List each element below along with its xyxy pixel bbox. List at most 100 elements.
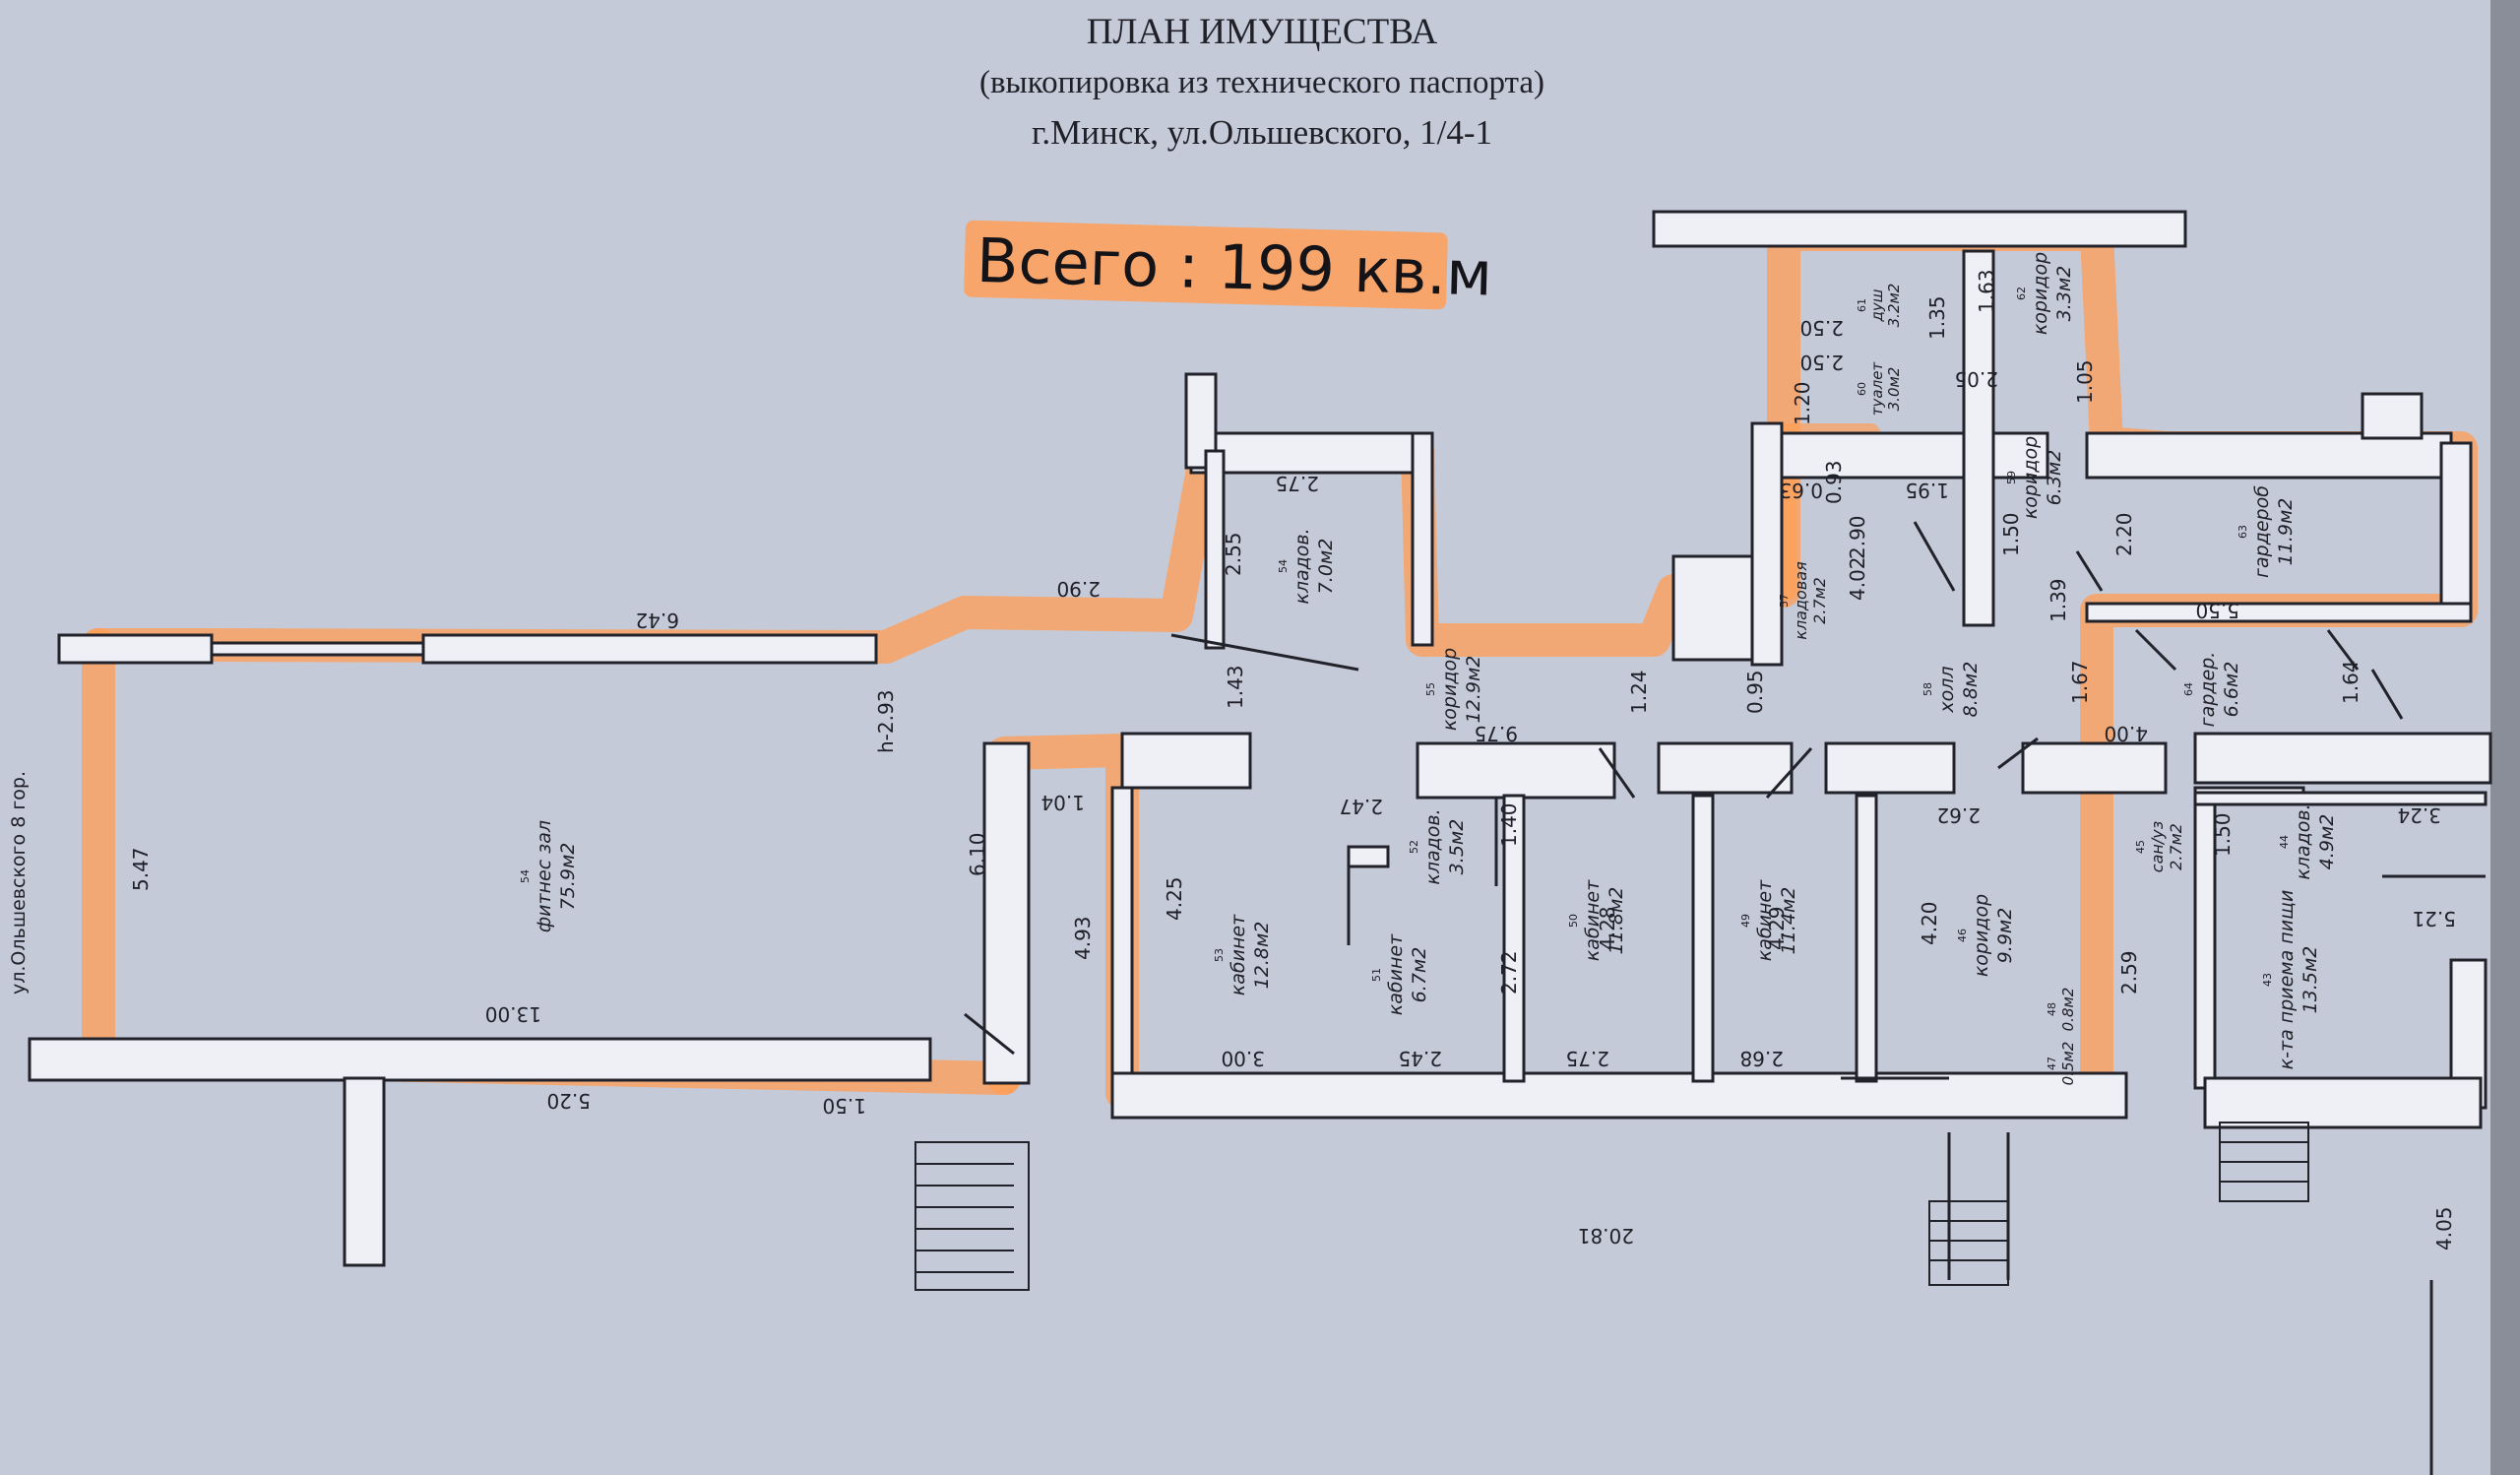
svg-text:59: 59 (2005, 471, 2018, 484)
dim-255: 2.55 (1222, 532, 1245, 576)
dim-095: 0.95 (1743, 670, 1767, 714)
stairs-right (2219, 1122, 2309, 1202)
room-48: 48 0.8м2 (2046, 988, 2077, 1032)
svg-text:11.9м2: 11.9м2 (2275, 498, 2297, 566)
svg-text:47: 47 (2046, 1057, 2058, 1070)
dim-063: 0.63 (1779, 479, 1823, 502)
svg-text:гардер.: гардер. (2197, 652, 2219, 728)
room-50-office: 50 кабинет 11.8м2 (1567, 879, 1627, 961)
dim-163: 1.63 (1975, 269, 1998, 313)
svg-text:44: 44 (2278, 835, 2291, 849)
room-60-toilet: 60 туалет 3.0м2 (1856, 361, 1903, 417)
dim-550: 5.50 (2195, 599, 2239, 622)
dim-h293: h-2.93 (874, 690, 898, 753)
room-45-wc: 45 сан/уз 2.7м2 (2134, 821, 2185, 872)
dim-300: 3.00 (1221, 1047, 1265, 1070)
svg-text:51: 51 (1370, 968, 1383, 982)
dim-324: 3.24 (2397, 803, 2441, 827)
dim-402: 4.02 (1846, 556, 1869, 601)
svg-text:43: 43 (2261, 973, 2274, 987)
street-margin-text: ул.Ольшевского 8 гор. (8, 771, 30, 994)
room-52-storage: 52 кладов. 3.5м2 (1408, 808, 1468, 884)
svg-text:13.5м2: 13.5м2 (2300, 946, 2321, 1014)
svg-text:гардероб: гардероб (2251, 485, 2273, 578)
svg-text:0.8м2: 0.8м2 (2059, 988, 2077, 1032)
svg-text:3.0м2: 3.0м2 (1885, 367, 1903, 412)
dim-521: 5.21 (2412, 907, 2456, 930)
room-58-hall: 58 холл 8.8м2 (1922, 662, 1982, 718)
dim-259: 2.59 (2117, 950, 2141, 994)
dim-150a: 1.50 (822, 1094, 866, 1118)
room-43-dining: 43 к-та приема пищи 13.5м2 (2261, 890, 2321, 1070)
dim-250b: 2.50 (1799, 351, 1844, 374)
room-61-shower: 61 душ 3.2м2 (1856, 284, 1903, 328)
dim-135: 1.35 (1925, 295, 1949, 340)
dim-547: 5.47 (129, 847, 153, 891)
svg-text:к-та приема пищи: к-та приема пищи (2276, 890, 2298, 1070)
dim-290: 2.90 (1056, 577, 1101, 601)
svg-text:54: 54 (1277, 559, 1290, 573)
room-labels: 54 фитнес зал 75.9м2 54 кладов. 7.0м2 55… (519, 252, 2338, 1086)
dim-610: 6.10 (966, 832, 989, 876)
dim-272: 2.72 (1497, 950, 1521, 994)
svg-text:сан/уз: сан/уз (2148, 821, 2167, 872)
svg-text:7.0м2: 7.0м2 (1315, 539, 1337, 595)
svg-text:49: 49 (1739, 914, 1752, 928)
dimension-labels: 6.42 2.90 2.75 2.55 1.43 h-2.93 5.47 13.… (129, 269, 2456, 1251)
svg-text:64: 64 (2182, 682, 2195, 696)
svg-text:3.3м2: 3.3м2 (2053, 266, 2075, 322)
room-62-corridor: 62 коридор 3.3м2 (2015, 252, 2075, 335)
svg-text:11.8м2: 11.8м2 (1606, 887, 1627, 955)
svg-text:57: 57 (1778, 594, 1791, 608)
svg-text:кабинет: кабинет (1228, 914, 1249, 995)
dim-139: 1.39 (2047, 578, 2070, 622)
total-area-note: Всего : 199 кв.м (976, 224, 1493, 310)
room-55-corridor: 55 коридор 12.9м2 (1424, 648, 1484, 731)
dim-205: 2.05 (1954, 367, 1998, 391)
svg-text:коридор: коридор (2030, 252, 2051, 335)
dim-1300: 13.00 (485, 1002, 541, 1026)
svg-text:12.9м2: 12.9м2 (1463, 656, 1484, 724)
walls (28, 210, 2492, 1267)
svg-text:63: 63 (2236, 525, 2249, 539)
svg-text:54: 54 (519, 869, 532, 883)
room-63-cloakroom: 63 гардероб 11.9м2 (2236, 485, 2297, 578)
dim-167: 1.67 (2068, 660, 2092, 704)
dim-428: 4.28 (1596, 906, 1619, 950)
svg-text:холл: холл (1936, 666, 1958, 713)
svg-text:кладов.: кладов. (2293, 803, 2314, 879)
dim-405: 4.05 (2432, 1206, 2456, 1251)
dim-420: 4.20 (1918, 901, 1941, 945)
room-54-fitness: 54 фитнес зал 75.9м2 (519, 820, 579, 932)
dim-275b: 2.75 (1565, 1047, 1609, 1070)
svg-text:6.7м2: 6.7м2 (1409, 947, 1430, 1003)
svg-text:кабинет: кабинет (1582, 879, 1604, 961)
svg-text:55: 55 (1424, 682, 1437, 696)
svg-text:душ: душ (1868, 289, 1886, 322)
dim-290b: 2.90 (1846, 515, 1869, 559)
svg-text:60: 60 (1856, 382, 1868, 396)
svg-text:62: 62 (2015, 287, 2028, 300)
dim-247: 2.47 (1339, 795, 1383, 818)
page-edge (2490, 0, 2520, 1475)
svg-text:2.7м2: 2.7м2 (1810, 577, 1829, 624)
room-49-office: 49 кабинет 11.4м2 (1739, 879, 1799, 961)
svg-text:туалет: туалет (1868, 361, 1886, 417)
dim-268: 2.68 (1739, 1047, 1784, 1070)
dim-520: 5.20 (546, 1089, 591, 1113)
svg-text:4.9м2: 4.9м2 (2316, 814, 2338, 870)
dim-124: 1.24 (1627, 670, 1651, 714)
svg-text:48: 48 (2046, 1002, 2058, 1016)
room-51-office: 51 кабинет 6.7м2 (1370, 933, 1430, 1015)
svg-text:кладов.: кладов. (1292, 528, 1313, 604)
dim-140: 1.40 (1497, 802, 1521, 847)
plan-title: ПЛАН ИМУЩЕСТВА (1087, 12, 1438, 52)
svg-text:кабинет: кабинет (1385, 933, 1407, 1015)
dim-150b: 1.50 (1999, 512, 2023, 556)
room-46-corridor: 46 коридор 9.9м2 (1956, 894, 2016, 977)
dim-245: 2.45 (1398, 1047, 1442, 1070)
dim-220: 2.20 (2112, 512, 2136, 556)
dim-642: 6.42 (635, 609, 679, 632)
svg-text:0.5м2: 0.5м2 (2059, 1042, 2077, 1086)
